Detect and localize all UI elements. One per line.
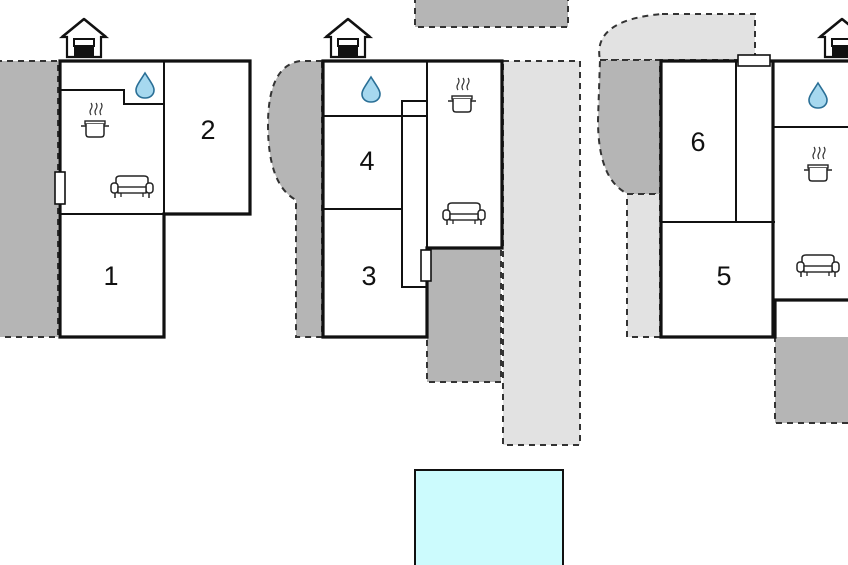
door-icon [54,171,66,205]
house-entrance-icon [818,17,848,59]
door-icon [420,249,432,282]
house-entrance-icon [324,17,372,59]
room-number-2: 2 [200,115,215,145]
house-1 [54,17,252,339]
house-3 [659,17,848,339]
room-number-3: 3 [361,261,376,291]
room-number-6: 6 [690,127,705,157]
terrace-top-right [598,13,756,61]
terrace-left-1 [0,60,59,338]
terrace-top-center [414,0,569,28]
house-entrance-icon [60,17,108,59]
swimming-pool [414,469,564,565]
door-icon [737,54,771,67]
room-number-5: 5 [716,261,731,291]
terrace-left-2 [266,60,323,338]
room-number-1: 1 [103,261,118,291]
terrace-left-3b [626,193,661,338]
terrace-path-center [502,60,581,446]
terrace-under-bedroom-3 [426,246,502,383]
room-number-4: 4 [359,146,374,176]
house-2 [321,17,504,339]
terrace-left-3 [596,59,661,195]
